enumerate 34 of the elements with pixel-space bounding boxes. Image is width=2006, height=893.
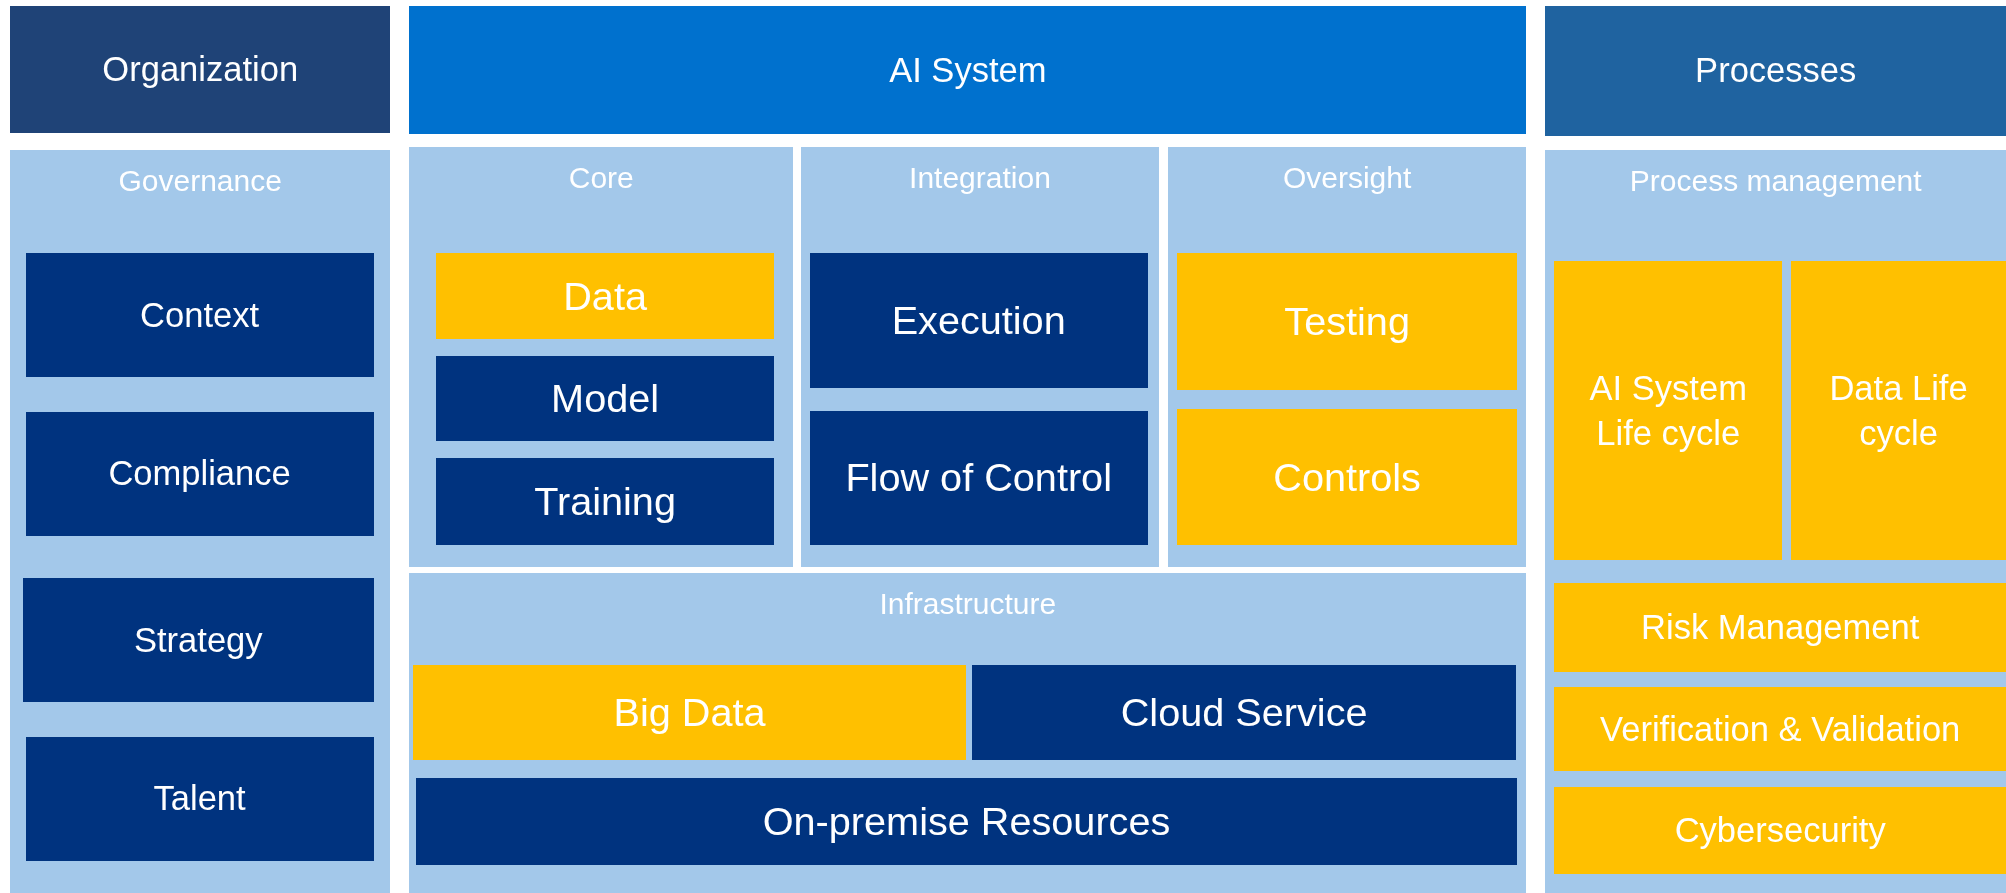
component-block: Execution — [809, 253, 1148, 388]
component-block: Cloud Service — [972, 665, 1516, 760]
panel — [10, 149, 391, 893]
panel-title: Process management — [1629, 163, 1922, 198]
component-block: Flow of Control — [809, 410, 1148, 545]
component-block: Verification & Validation — [1554, 687, 2006, 772]
component-block: Strategy — [23, 578, 374, 703]
component-block: Controls — [1177, 409, 1518, 545]
panel-title: Core — [568, 161, 634, 196]
component-block: Testing — [1177, 253, 1518, 391]
header-band: AI System — [409, 6, 1527, 135]
panel — [800, 147, 1160, 567]
panel-title: Integration — [909, 161, 1051, 196]
panel — [1545, 149, 2006, 893]
component-block: Talent — [25, 736, 374, 861]
panel — [409, 147, 794, 567]
header-band: Organization — [10, 6, 391, 134]
component-block: Training — [436, 458, 774, 545]
component-block: Compliance — [25, 411, 374, 536]
panel-title: Oversight — [1282, 161, 1412, 196]
panel-title: Infrastructure — [879, 587, 1057, 622]
panel — [1168, 147, 1527, 567]
header-band: Processes — [1545, 6, 2006, 136]
panel — [409, 573, 1527, 893]
component-block: Big Data — [413, 665, 966, 760]
component-block: Context — [25, 253, 374, 378]
panel-title: Governance — [118, 163, 282, 198]
component-block: Model — [436, 355, 774, 442]
component-block: Risk Management — [1554, 583, 2006, 672]
component-block: Data — [436, 253, 774, 339]
component-block: Cybersecurity — [1554, 786, 2006, 874]
component-block: AI System Life cycle — [1554, 260, 1783, 561]
component-block: On-premise Resources — [415, 777, 1518, 865]
component-block: Data Life cycle — [1791, 260, 2006, 561]
